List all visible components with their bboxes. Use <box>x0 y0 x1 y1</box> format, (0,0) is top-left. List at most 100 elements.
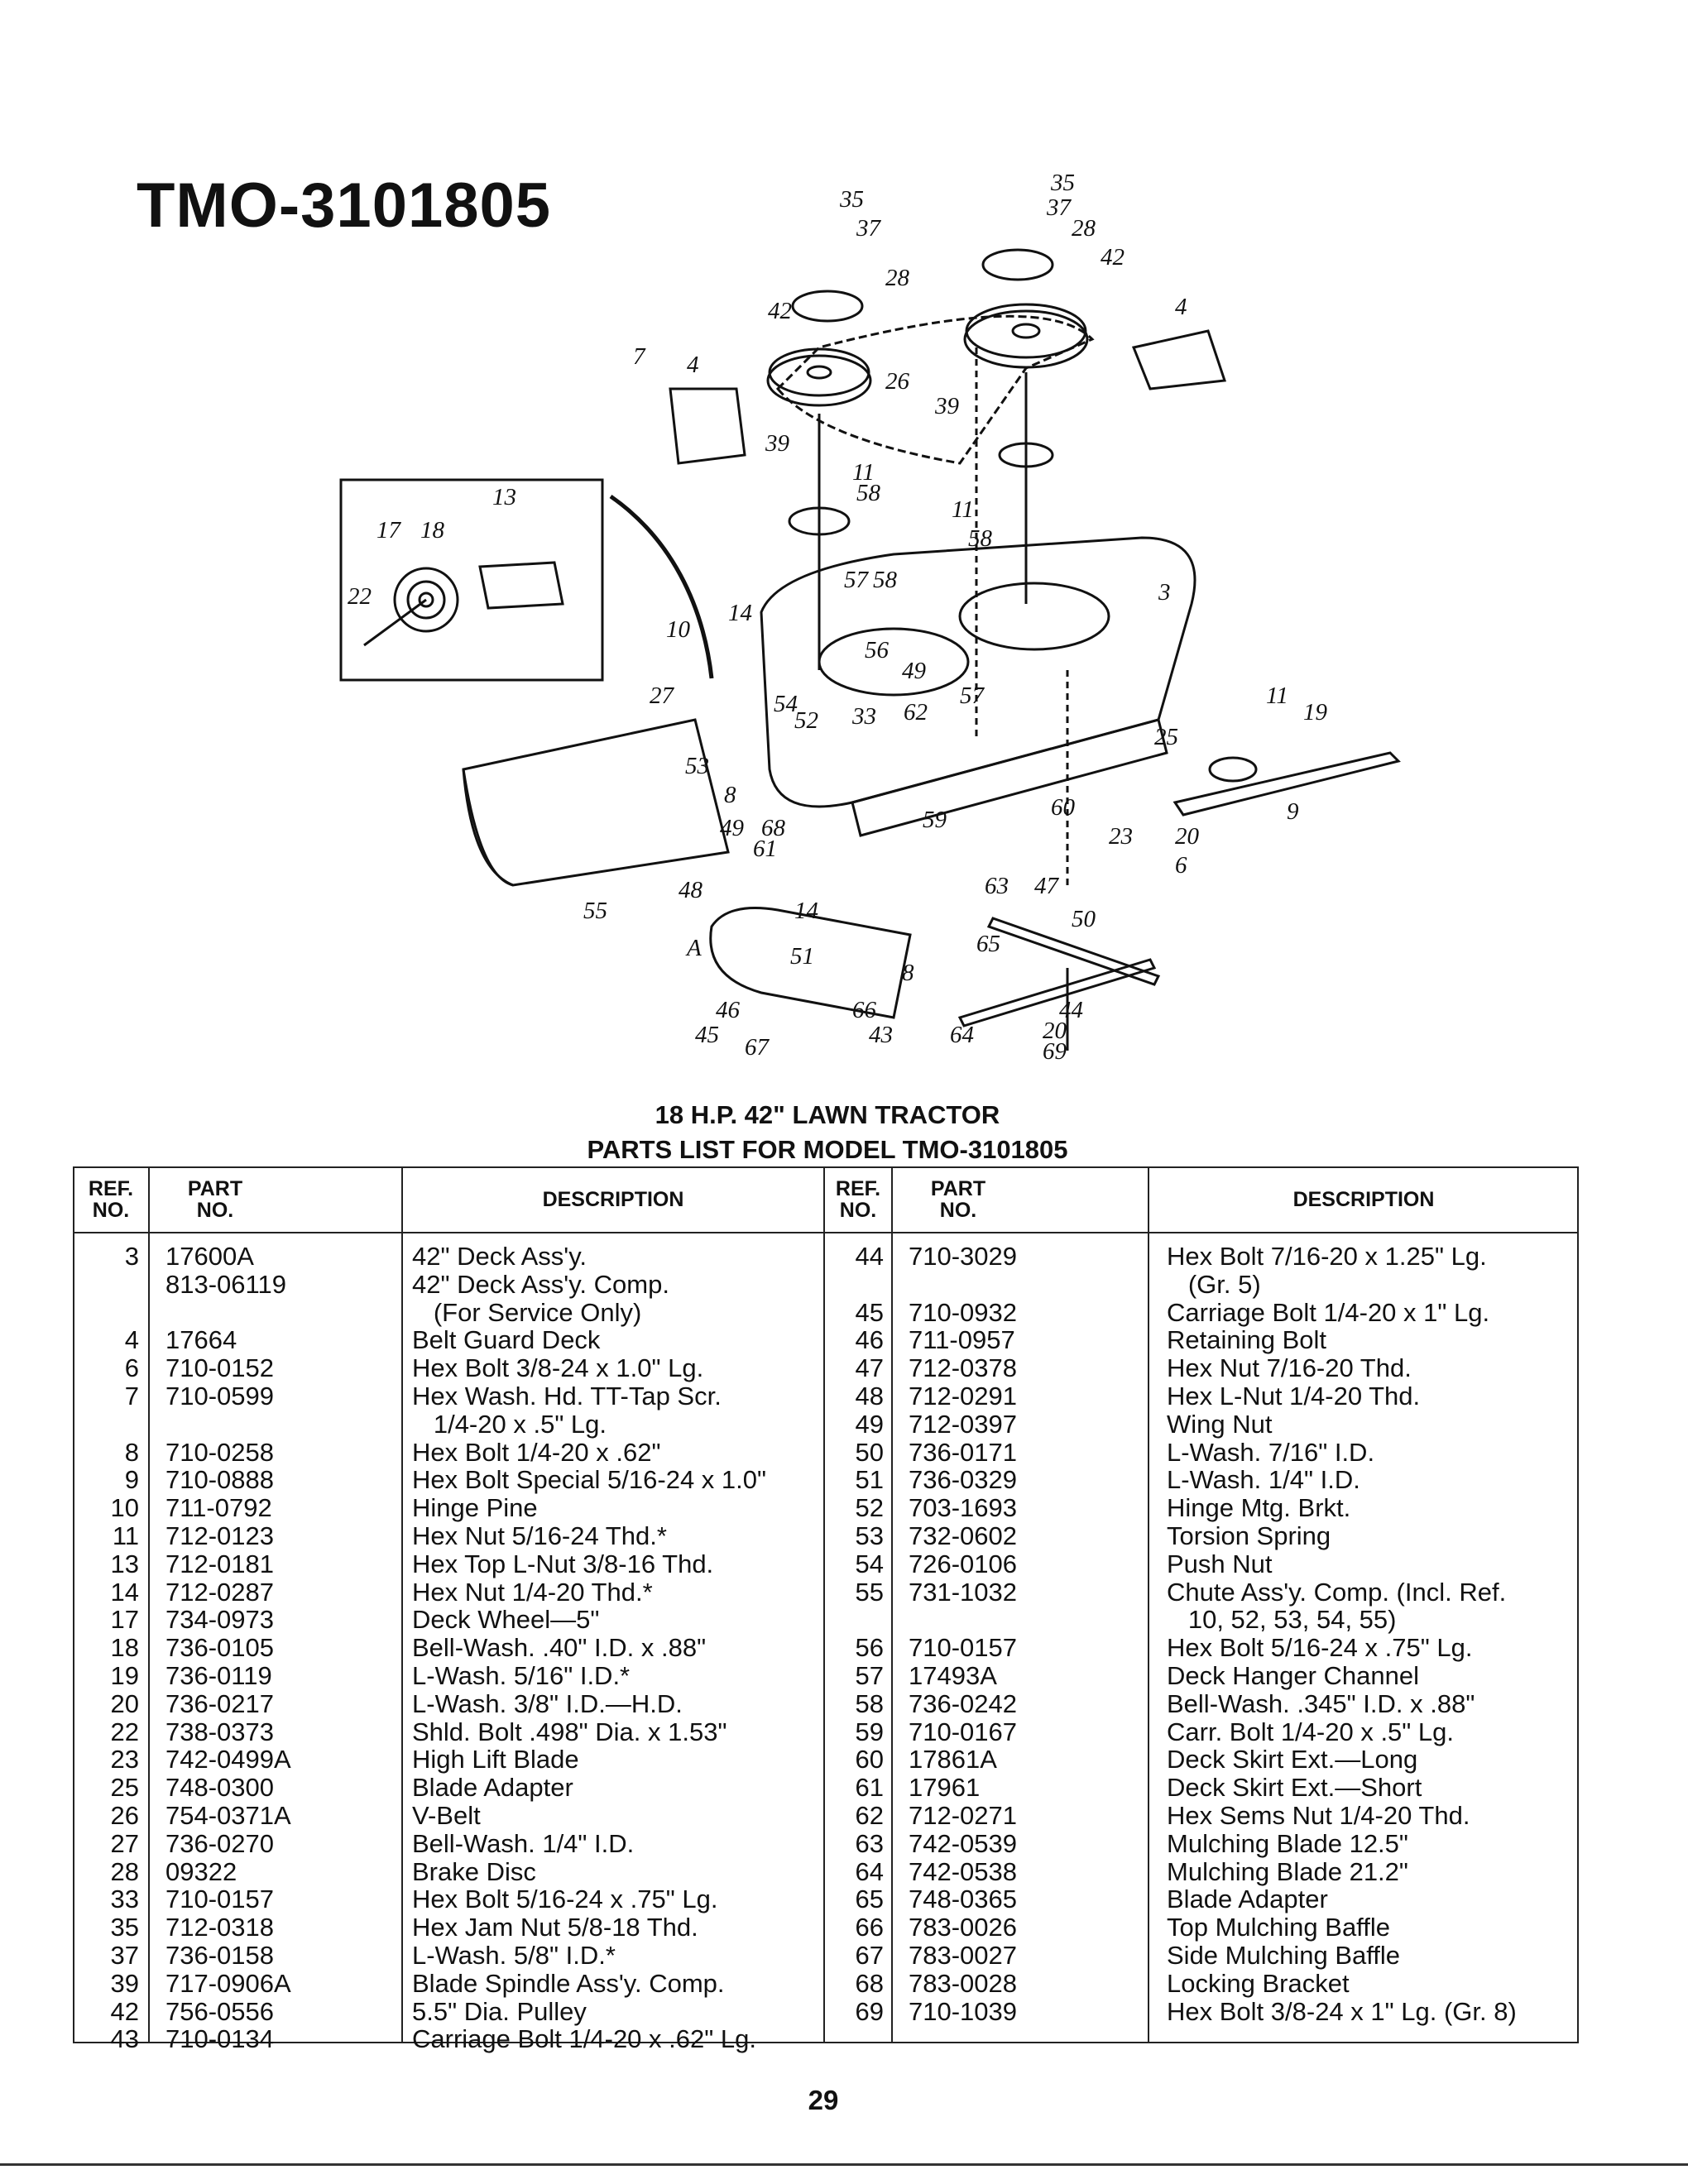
belt-guard-right <box>1131 329 1227 390</box>
callout-label: 19 <box>1303 699 1328 726</box>
part-description: Locking Bracket <box>1167 1968 1350 1998</box>
part-no: 17493A <box>909 1661 997 1690</box>
part-description: L-Wash. 7/16" I.D. <box>1167 1437 1375 1467</box>
callout-label: 22 <box>348 583 372 610</box>
part-no: 710-0134 <box>165 2024 275 2054</box>
high-lift-blade <box>1172 751 1401 817</box>
ref-no: 27 <box>110 1828 139 1858</box>
ref-no: 68 <box>855 1968 884 1998</box>
ref-no: 56 <box>855 1633 884 1663</box>
part-description: Hex Bolt 1/4-20 x .62" <box>412 1437 661 1467</box>
callout-label: 10 <box>666 616 691 643</box>
part-no: 710-0888 <box>165 1465 275 1495</box>
table-grid <box>73 1166 1579 2043</box>
callout-label: 37 <box>1046 194 1072 221</box>
part-no: 712-0291 <box>909 1382 1018 1410</box>
callout-label: 52 <box>794 707 818 734</box>
part-description: L-Wash. 5/16" I.D.* <box>412 1661 631 1690</box>
part-description: Hex Bolt 5/16-24 x .75" Lg. <box>1167 1633 1473 1663</box>
callout-label: 51 <box>790 943 814 970</box>
part-description: L-Wash. 1/4" I.D. <box>1167 1465 1360 1495</box>
ref-no: 25 <box>110 1773 139 1803</box>
callout-label: 35 <box>839 186 864 213</box>
ref-no: 19 <box>110 1661 139 1690</box>
part-description: Hex Bolt Special 5/16-24 x 1.0" <box>412 1465 767 1495</box>
part-no: 712-0271 <box>909 1801 1018 1830</box>
ref-no: 39 <box>110 1968 139 1998</box>
part-no: 712-0123 <box>165 1521 275 1550</box>
ref-no: 4 <box>124 1325 139 1355</box>
callout-label: 35 <box>1050 170 1075 196</box>
callout-label: 54 <box>774 691 798 717</box>
mower-deck <box>760 536 1196 808</box>
callout-label: 63 <box>985 873 1009 899</box>
part-description: 10, 52, 53, 54, 55) <box>1167 1605 1397 1635</box>
callout-label: 28 <box>885 265 910 291</box>
callout-label: 57 <box>844 567 870 593</box>
ref-no: 28 <box>110 1856 139 1886</box>
part-no: 731-1032 <box>909 1577 1018 1607</box>
part-description: Deck Skirt Ext.—Short <box>1167 1773 1422 1803</box>
callout-label: 23 <box>1109 823 1133 850</box>
callout-label: 9 <box>1287 798 1299 825</box>
part-no: 711-0792 <box>165 1493 272 1523</box>
part-description: (Gr. 5) <box>1167 1269 1261 1299</box>
callout-label: 17 <box>376 517 402 544</box>
ref-no: 33 <box>110 1885 139 1914</box>
part-no: 736-0217 <box>165 1688 275 1718</box>
ref-no: 69 <box>855 1996 884 2026</box>
callout-label: 26 <box>885 368 910 395</box>
part-no: 736-0270 <box>165 1828 275 1858</box>
part-description: Hex Sems Nut 1/4-20 Thd. <box>1167 1801 1470 1830</box>
ref-no: 8 <box>124 1437 139 1467</box>
ref-no: 10 <box>110 1493 139 1523</box>
callout-label: 39 <box>934 393 960 419</box>
callout-label: 11 <box>1266 682 1288 709</box>
ref-no: 45 <box>855 1297 884 1327</box>
header-ref-no-right: REF.NO. <box>835 1176 881 1222</box>
part-description: Hex Nut 1/4-20 Thd.* <box>412 1577 653 1607</box>
callout-label: 42 <box>768 298 792 324</box>
part-no: 17600A <box>165 1242 254 1271</box>
mulching-baffle <box>709 907 912 1019</box>
part-description: 42" Deck Ass'y. Comp. <box>412 1269 669 1299</box>
part-description: Top Mulching Baffle <box>1167 1913 1390 1942</box>
callout-label: 49 <box>720 815 745 841</box>
inset-arrow <box>609 494 714 679</box>
callout-label: 55 <box>583 898 607 924</box>
part-no: 736-0329 <box>909 1465 1018 1495</box>
ref-no: 42 <box>110 1996 139 2026</box>
ref-no: 37 <box>110 1941 139 1970</box>
ref-no: 67 <box>855 1941 884 1970</box>
part-no: 711-0957 <box>909 1325 1015 1355</box>
callout-label: 58 <box>968 525 993 552</box>
part-description: Mulching Blade 21.2" <box>1167 1856 1408 1886</box>
part-no: 710-1039 <box>909 1996 1018 2026</box>
callout-label: 33 <box>851 703 876 730</box>
ref-no: 3 <box>124 1242 139 1271</box>
part-description: Deck Hanger Channel <box>1167 1661 1420 1690</box>
part-description: Hex Nut 7/16-20 Thd. <box>1167 1353 1412 1383</box>
callout-label: 8 <box>724 782 736 808</box>
parts-list-title-line1: 18 H.P. 42" LAWN TRACTOR <box>655 1100 1000 1129</box>
callout-label: 60 <box>1051 794 1076 821</box>
callout-label: 14 <box>794 898 818 924</box>
part-no: 717-0906A <box>165 1968 291 1998</box>
part-no: 712-0397 <box>909 1409 1018 1439</box>
part-no: 783-0026 <box>909 1913 1018 1942</box>
part-description: Hinge Pine <box>412 1493 538 1523</box>
callout-label: 8 <box>902 960 914 986</box>
part-description: Shld. Bolt .498" Dia. x 1.53" <box>412 1717 727 1746</box>
page-number: 29 <box>808 2085 839 2115</box>
ref-no: 51 <box>855 1465 884 1495</box>
ref-no: 52 <box>855 1493 884 1523</box>
part-no: 710-0258 <box>165 1437 275 1467</box>
part-no: 710-0167 <box>909 1717 1018 1746</box>
callout-label: 69 <box>1043 1038 1067 1065</box>
callout-label: 18 <box>420 517 445 544</box>
header-description-right: DESCRIPTION <box>1292 1187 1435 1211</box>
ref-no: 48 <box>855 1382 884 1410</box>
wheel-inset-box <box>339 478 604 682</box>
part-description: (For Service Only) <box>412 1297 642 1327</box>
callout-label: 65 <box>976 931 1000 957</box>
